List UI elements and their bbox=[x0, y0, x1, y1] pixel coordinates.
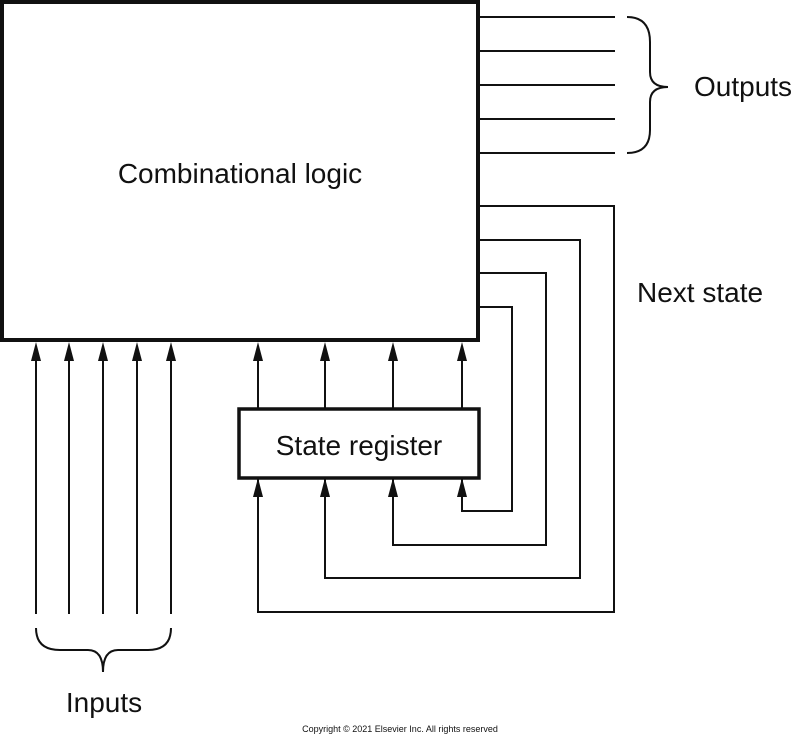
combinational-logic-label: Combinational logic bbox=[118, 158, 362, 189]
inputs-brace bbox=[35, 627, 172, 673]
arrowhead bbox=[388, 478, 398, 497]
arrowhead bbox=[457, 342, 467, 361]
arrowhead bbox=[98, 342, 108, 361]
outputs-brace bbox=[626, 16, 669, 154]
feedback-wire bbox=[324, 239, 581, 579]
feedback-wire bbox=[257, 205, 615, 613]
next-state-label: Next state bbox=[637, 277, 763, 308]
arrowhead bbox=[320, 478, 330, 497]
outputs-label: Outputs bbox=[694, 71, 792, 102]
state-register-label: State register bbox=[276, 430, 443, 461]
state-register-input-arrows bbox=[253, 478, 467, 497]
arrowhead bbox=[457, 478, 467, 497]
input-wires bbox=[31, 342, 176, 614]
arrowhead bbox=[31, 342, 41, 361]
state-wires bbox=[253, 342, 467, 409]
arrowhead bbox=[132, 342, 142, 361]
feedback-wire bbox=[392, 272, 547, 546]
arrowhead bbox=[253, 342, 263, 361]
feedback-wire bbox=[461, 306, 513, 512]
arrowhead bbox=[388, 342, 398, 361]
arrowhead bbox=[320, 342, 330, 361]
copyright-notice: Copyright © 2021 Elsevier Inc. All right… bbox=[302, 724, 498, 734]
arrowhead bbox=[253, 478, 263, 497]
arrowhead bbox=[166, 342, 176, 361]
next-state-feedback-wires bbox=[257, 205, 615, 613]
inputs-label: Inputs bbox=[66, 687, 142, 718]
state-register-block bbox=[237, 407, 481, 480]
arrowhead bbox=[64, 342, 74, 361]
combinational-logic-block bbox=[0, 0, 480, 342]
output-wires bbox=[478, 16, 615, 154]
